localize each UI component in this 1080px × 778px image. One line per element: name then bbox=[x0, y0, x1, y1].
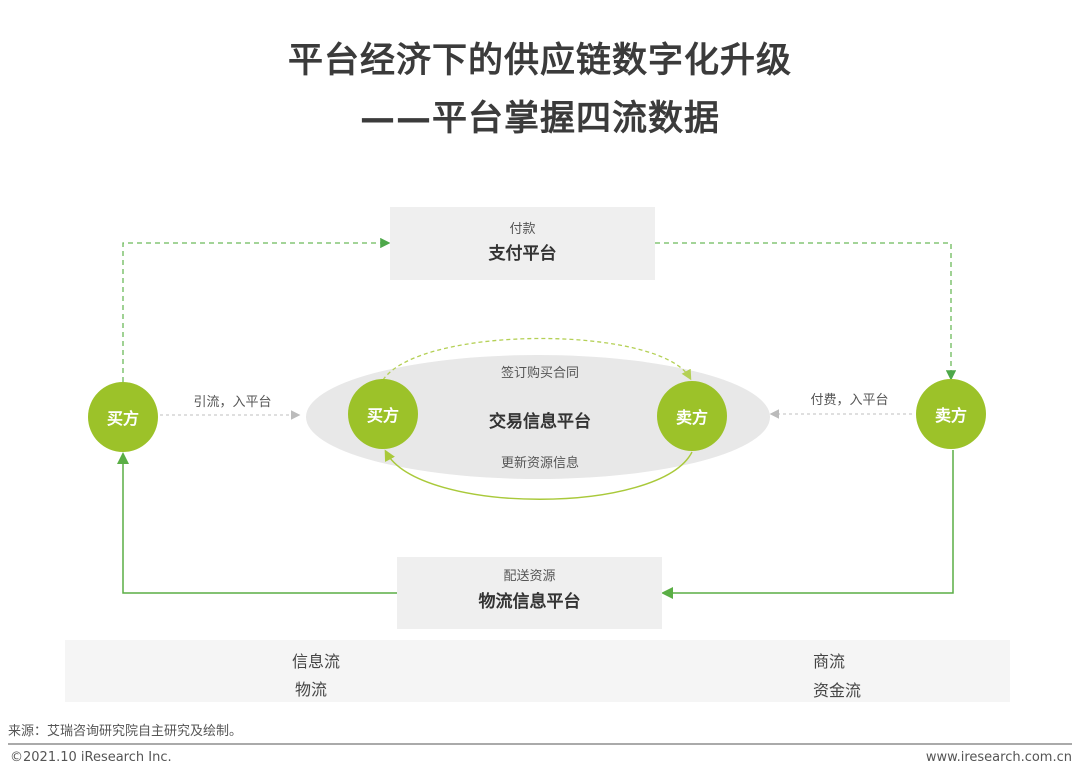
outer-buyer-node: 买方 bbox=[88, 382, 158, 452]
transaction-platform-name: 交易信息平台 bbox=[489, 412, 591, 432]
source-note: 来源：艾瑞咨询研究院自主研究及绘制。 bbox=[8, 724, 243, 739]
contract-label: 签订购买合同 bbox=[500, 366, 579, 381]
payment-caption: 付款 bbox=[509, 222, 536, 237]
outer-seller-node: 卖方 bbox=[916, 379, 986, 449]
title-line-2: ——平台掌握四流数据 bbox=[359, 99, 720, 139]
info-arc bbox=[384, 449, 693, 500]
title-line-1: 平台经济下的供应链数字化升级 bbox=[287, 41, 792, 81]
legend-commerce-label: 商流 bbox=[813, 652, 846, 671]
legend-info-label: 信息流 bbox=[292, 652, 341, 671]
logistics-seller-to-platform bbox=[661, 450, 954, 599]
payment-platform-box: 付款 支付平台 bbox=[390, 207, 655, 280]
logistics-caption: 配送资源 bbox=[503, 569, 556, 584]
payment-name: 支付平台 bbox=[488, 244, 557, 264]
update-label: 更新资源信息 bbox=[500, 456, 579, 471]
logistics-platform-to-buyer bbox=[117, 452, 397, 594]
website-link[interactable]: www.iresearch.com.cn bbox=[925, 750, 1072, 765]
capital-flow-payment-to-seller bbox=[655, 242, 957, 381]
seller-edge-label: 付费，入平台 bbox=[810, 393, 889, 408]
footer-divider bbox=[8, 743, 1072, 745]
inner-seller-node: 卖方 bbox=[657, 381, 727, 451]
legend bbox=[65, 640, 1010, 702]
legend-capital-label: 资金流 bbox=[813, 681, 862, 700]
inner-buyer-node: 买方 bbox=[348, 379, 418, 449]
copyright: ©2021.10 iResearch Inc. bbox=[10, 750, 172, 765]
capital-flow-buyer-to-payment bbox=[122, 237, 391, 382]
logistics-platform-box: 配送资源 物流信息平台 bbox=[397, 557, 662, 629]
buyer-edge-label: 引流，入平台 bbox=[193, 395, 272, 410]
commerce-arc bbox=[382, 337, 692, 381]
logistics-name: 物流信息平台 bbox=[478, 592, 581, 612]
legend-logistics-label: 物流 bbox=[295, 680, 328, 699]
